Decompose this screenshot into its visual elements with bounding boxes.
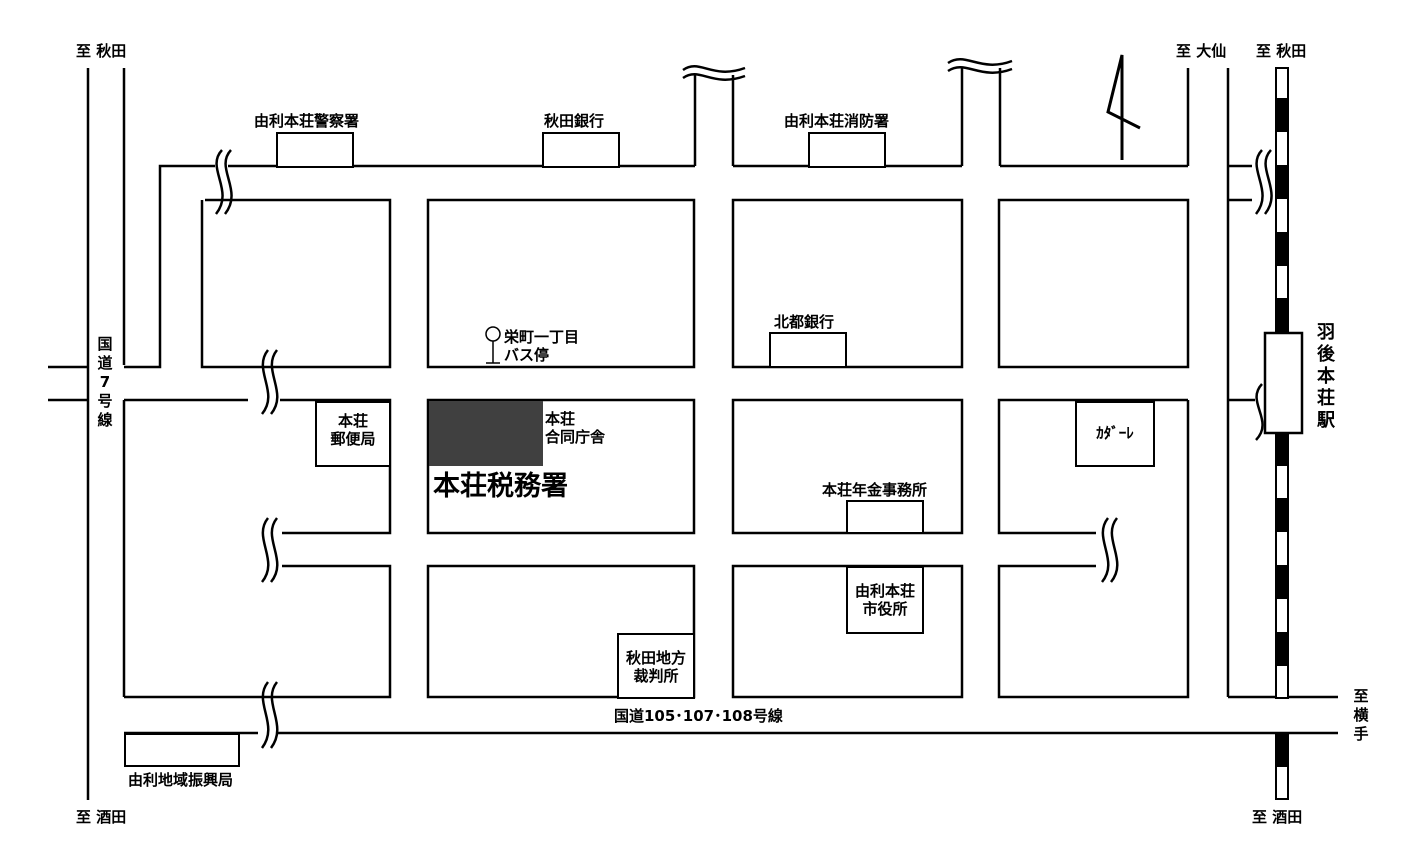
block-r3-c2: [426, 564, 696, 699]
tax-office-label: 本荘税務署: [433, 471, 568, 502]
break-symbol-south-west-b: [269, 681, 279, 749]
bus-stop-icon: [485, 326, 501, 342]
hokuto-bank-label: 北都銀行: [774, 313, 835, 331]
promotion-bureau-building: [124, 733, 240, 767]
break-symbol-north-east: [1254, 149, 1264, 215]
court-building: [617, 633, 695, 699]
akita-bank-building: [542, 132, 620, 168]
break-symbol-station-south: [1255, 383, 1264, 441]
break-symbol-north-1: [682, 65, 746, 73]
block-r2-c4: [997, 398, 1188, 535]
route105-label: 国道105･107･108号線: [614, 707, 783, 725]
hokuto-bank-building: [769, 332, 847, 368]
break-symbol-north-west: [214, 149, 224, 215]
pension-office-label: 本荘年金事務所: [822, 481, 928, 499]
direction-to-sakata-right: 至 酒田: [1252, 808, 1303, 826]
north-road-west-bend: [124, 164, 215, 369]
break-symbol-north-2: [947, 58, 1013, 66]
promotion-bureau-label: 由利地域振興局: [128, 771, 234, 789]
fire-station-label: 由利本荘消防署: [784, 112, 890, 130]
kadare-label: ｶﾀﾞｰﾚ: [1096, 424, 1134, 442]
north-arrow-icon: [1106, 54, 1141, 160]
route7-label: 国道7号線: [97, 335, 113, 429]
bus-stop-label: 栄町一丁目 バス停: [504, 328, 580, 364]
direction-to-omagari: 至 大仙: [1176, 42, 1227, 60]
break-symbol-south-west: [260, 681, 270, 749]
city-hall-building: [846, 566, 924, 634]
direction-to-akita-right: 至 秋田: [1256, 42, 1307, 60]
akita-bank-label: 秋田銀行: [544, 112, 605, 130]
block-r1-c1: [200, 198, 392, 369]
station-label: 羽後本荘駅: [1317, 322, 1335, 431]
break-symbol-north-west-b: [223, 149, 233, 215]
break-symbol-east-road-b: [1109, 517, 1119, 583]
break-symbol-row1-west-b: [269, 349, 279, 415]
block-r3-c1: [124, 564, 392, 699]
post-office-building: [315, 401, 391, 467]
block-r1-c2: [426, 198, 696, 369]
break-symbol-row1-west: [260, 349, 270, 415]
joint-office-label: 本荘 合同庁舎: [545, 410, 606, 446]
city-hall-label: 由利本荘 市役所: [854, 582, 915, 618]
station-building: [1263, 331, 1304, 435]
break-symbol-north-1b: [682, 73, 746, 81]
police-building: [276, 132, 354, 168]
direction-to-sakata-left: 至 酒田: [76, 808, 127, 826]
railway-dashes: [1276, 98, 1288, 767]
break-symbol-north-east-b: [1263, 149, 1273, 215]
direction-to-akita-left: 至 秋田: [76, 42, 127, 60]
direction-to-yokote: 至横手: [1353, 687, 1369, 743]
kadare-building: [1075, 401, 1155, 467]
fire-station-building: [808, 132, 886, 168]
block-r1-c4: [997, 198, 1190, 369]
block-r2-c2: [426, 398, 696, 535]
police-label: 由利本荘警察署: [254, 112, 360, 130]
block-r3-c4: [997, 400, 1190, 699]
break-symbol-row2-west-b: [269, 517, 279, 583]
court-label: 秋田地方 裁判所: [625, 649, 686, 685]
break-symbol-east-road: [1100, 517, 1110, 583]
break-symbol-row2-west: [260, 517, 270, 583]
post-office-label: 本荘 郵便局: [330, 412, 376, 448]
break-symbol-north-2b: [947, 66, 1013, 74]
pension-office-building: [846, 500, 924, 534]
block-r1-c3: [731, 198, 964, 369]
tax-office-building: [429, 401, 543, 466]
